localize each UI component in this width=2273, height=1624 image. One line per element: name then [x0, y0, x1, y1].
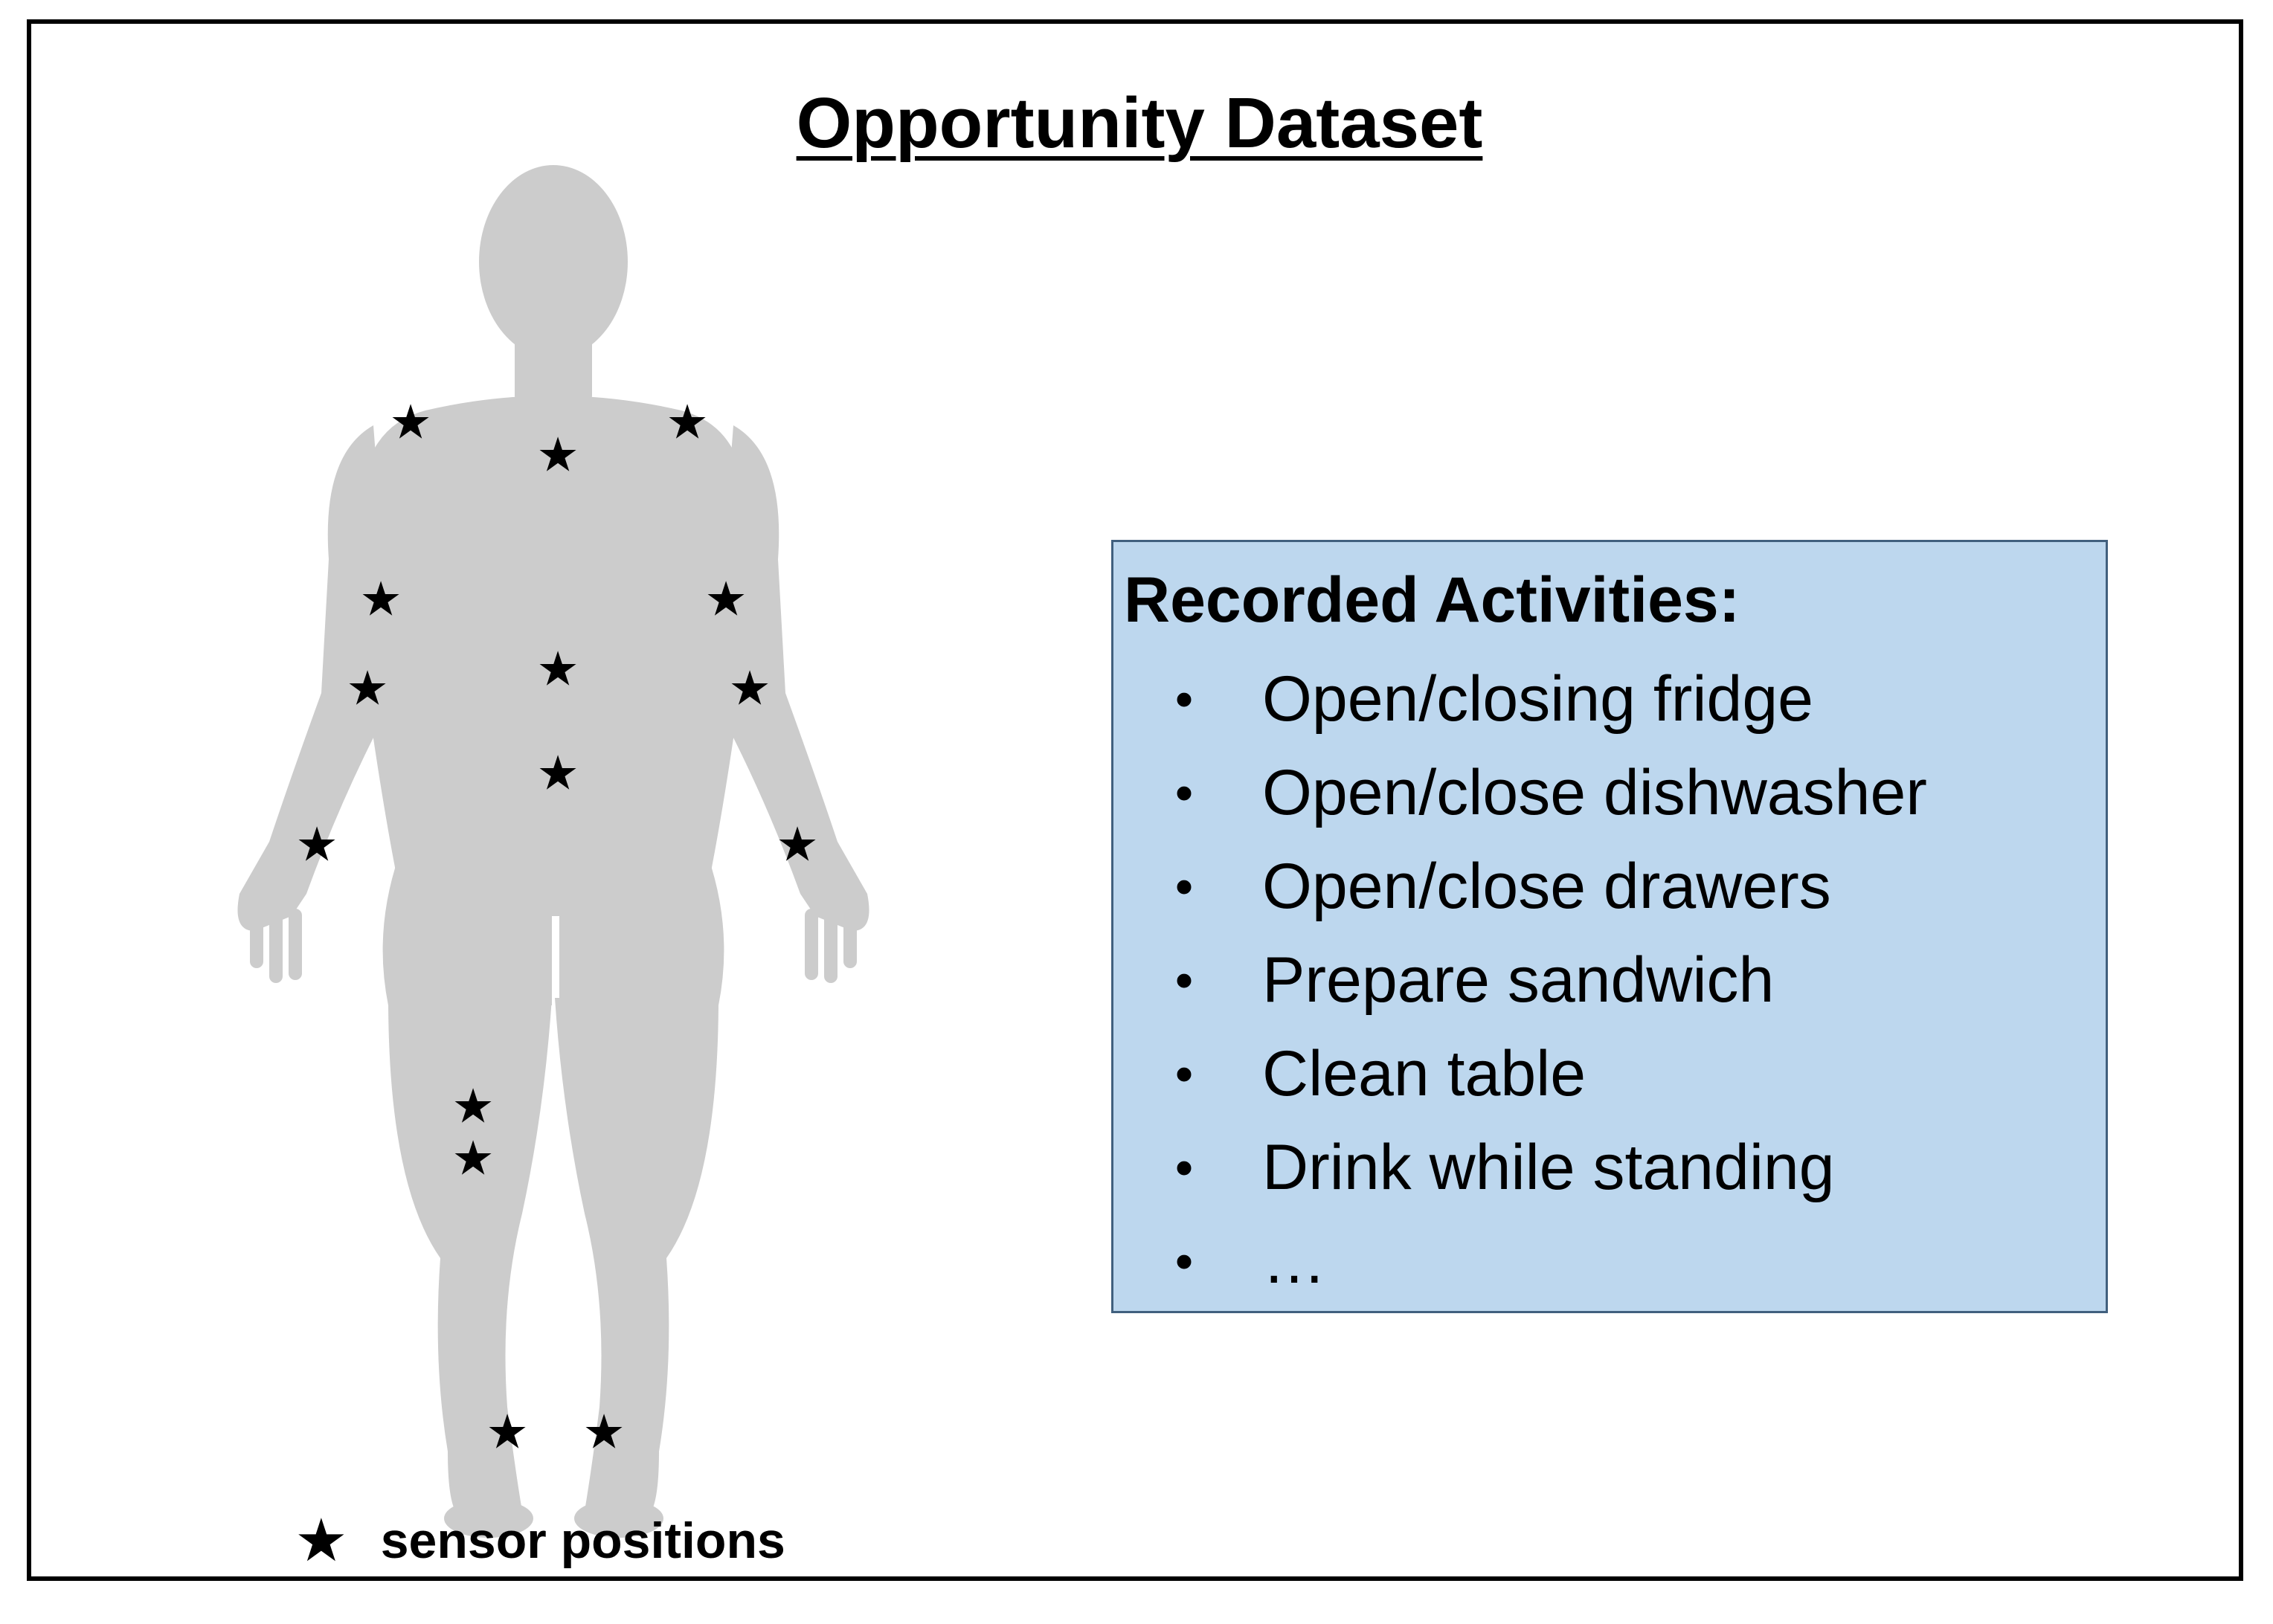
sensor-star-icon: ★ — [451, 1132, 494, 1187]
bullet-icon: • — [1174, 764, 1194, 822]
activity-text: … — [1262, 1225, 1326, 1297]
bullet-icon: • — [1174, 1232, 1194, 1290]
sensor-star-icon: ★ — [582, 1405, 625, 1460]
sensor-star-icon: ★ — [704, 573, 747, 628]
activity-text: Open/close dishwasher — [1262, 756, 1927, 828]
silhouette-shape — [237, 165, 869, 1538]
activities-heading: Recorded Activities: — [1124, 564, 1740, 636]
legend-label: sensor positions — [380, 1512, 785, 1569]
sensor-star-icon: ★ — [536, 747, 579, 802]
sensor-star-icon: ★ — [451, 1080, 494, 1135]
activity-text: Drink while standing — [1262, 1131, 1835, 1203]
sensor-star-icon: ★ — [359, 573, 402, 628]
activity-text: Clean table — [1262, 1037, 1586, 1109]
activity-text: Open/close drawers — [1262, 850, 1831, 922]
bullet-icon: • — [1174, 1138, 1194, 1196]
sensor-star-icon: ★ — [728, 662, 771, 717]
activity-text: Prepare sandwich — [1262, 944, 1775, 1016]
bullet-icon: • — [1174, 1045, 1194, 1103]
bullet-icon: • — [1174, 670, 1194, 728]
legend: ★ sensor positions — [295, 1504, 785, 1578]
sensor-star-icon: ★ — [666, 396, 708, 451]
sensor-star-icon: ★ — [536, 428, 579, 483]
body-silhouette: ★ ★ ★ ★ ★ ★ ★ ★ ★ ★ ★ ★ ★ ★ ★ — [237, 165, 869, 1538]
bullet-icon: • — [1174, 951, 1194, 1009]
diagram-frame: Opportunity Dataset — [27, 19, 2243, 1581]
sensor-star-icon: ★ — [776, 818, 818, 873]
legend-star-icon: ★ — [295, 1507, 348, 1573]
sensor-star-icon: ★ — [486, 1405, 528, 1460]
diagram-title: Opportunity Dataset — [796, 83, 1483, 163]
sensor-star-icon: ★ — [346, 662, 388, 717]
sensor-star-icon: ★ — [295, 818, 338, 873]
sensor-star-icon: ★ — [536, 642, 579, 697]
activities-box: Recorded Activities: • Open/closing frid… — [1111, 540, 2108, 1313]
activity-text: Open/closing fridge — [1262, 663, 1813, 735]
sensor-star-icon: ★ — [389, 396, 431, 451]
bullet-icon: • — [1174, 857, 1194, 915]
